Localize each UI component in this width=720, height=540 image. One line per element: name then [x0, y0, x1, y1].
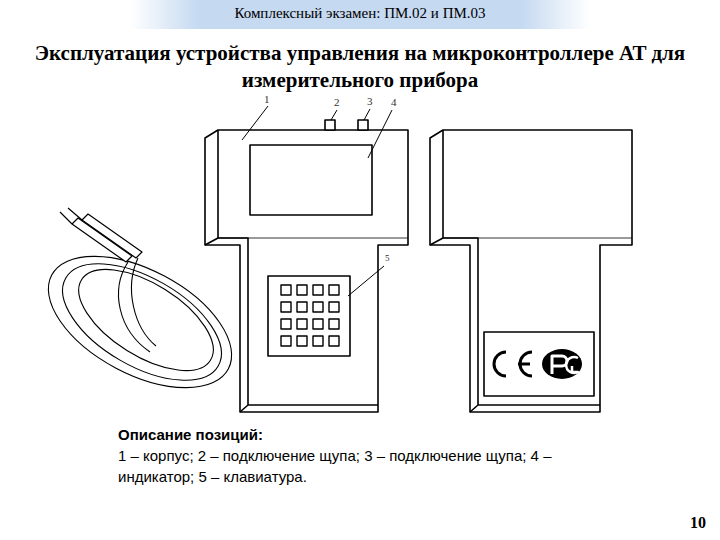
- callout-number: 5: [385, 253, 390, 263]
- callout-number: 4: [391, 96, 397, 108]
- key: [297, 319, 307, 329]
- key: [313, 319, 323, 329]
- key: [281, 285, 291, 295]
- key: [297, 285, 307, 295]
- key: [281, 319, 291, 329]
- header-text: Комплексный экзамен: ПМ.02 и ПМ.03: [140, 5, 580, 22]
- key: [281, 336, 291, 346]
- key: [297, 336, 307, 346]
- key: [281, 302, 291, 312]
- key: [329, 336, 339, 346]
- probe-socket: [358, 120, 368, 130]
- device-front: [205, 120, 408, 412]
- probe: [60, 208, 142, 262]
- leader-line: [242, 106, 392, 296]
- device-back: [430, 130, 632, 412]
- description-text: 1 – корпус; 2 – подключение щупа; 3 – по…: [118, 445, 623, 487]
- label-plate: [484, 332, 594, 396]
- probe-cable: [27, 229, 252, 415]
- key: [313, 336, 323, 346]
- key: [329, 302, 339, 312]
- description-heading: Описание позиций:: [118, 424, 263, 445]
- page-number: 10: [690, 514, 706, 532]
- header-band: Комплексный экзамен: ПМ.02 и ПМ.03: [130, 0, 590, 29]
- key: [329, 285, 339, 295]
- key: [297, 302, 307, 312]
- ce-mark: [494, 352, 532, 376]
- certification-mark: [542, 349, 582, 379]
- key: [313, 285, 323, 295]
- keypad: [268, 276, 350, 356]
- callout-number: 3: [367, 95, 373, 107]
- callout-number: 2: [334, 96, 340, 108]
- key: [313, 302, 323, 312]
- key: [329, 319, 339, 329]
- slide-title: Эксплуатация устройства управления на ми…: [4, 40, 716, 94]
- indicator-screen: [250, 145, 372, 215]
- callout-number: 1: [264, 93, 270, 105]
- probe-socket: [325, 120, 335, 130]
